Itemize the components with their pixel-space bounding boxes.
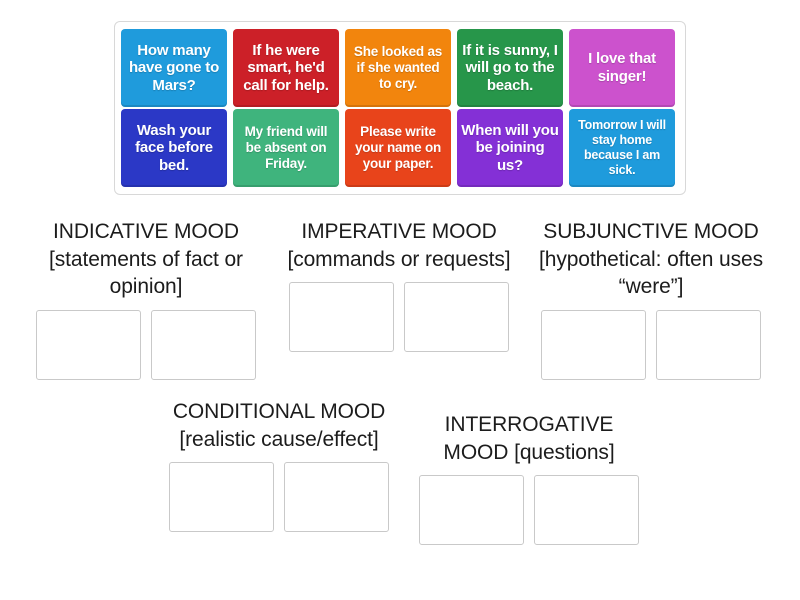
dropzone[interactable] (419, 475, 524, 546)
draggable-tile[interactable]: Please write your name on your paper. (345, 109, 451, 187)
category-group-subjunctive: SUBJUNCTIVE MOOD [hypothetical: often us… (535, 218, 767, 381)
dropzone[interactable] (284, 462, 389, 533)
dropzone[interactable] (151, 310, 256, 381)
draggable-tile[interactable]: She looked as if she wanted to cry. (345, 29, 451, 107)
draggable-tile[interactable]: My friend will be absent on Friday. (233, 109, 339, 187)
draggable-tile[interactable]: Tomorrow I will stay home because I am s… (569, 109, 675, 187)
dropzone-row (163, 462, 395, 533)
dropzone[interactable] (36, 310, 141, 381)
category-label: INDICATIVE MOOD [statements of fact or o… (49, 220, 243, 299)
draggable-tile[interactable]: I love that singer! (569, 29, 675, 107)
draggable-tile[interactable]: If it is sunny, I will go to the beach. (457, 29, 563, 107)
dropzone[interactable] (404, 282, 509, 353)
tile-tray: How many have gone to Mars? If he were s… (114, 21, 686, 195)
dropzone-row (30, 310, 262, 381)
category-group-interrogative: INTERROGATIVE MOOD [questions] (413, 398, 645, 546)
tile-row-1: How many have gone to Mars? If he were s… (121, 29, 679, 107)
category-label: INTERROGATIVE MOOD [questions] (443, 413, 615, 464)
draggable-tile[interactable]: When will you be joining us? (457, 109, 563, 187)
category-group-indicative: INDICATIVE MOOD [statements of fact or o… (30, 218, 262, 381)
draggable-tile[interactable]: Wash your face before bed. (121, 109, 227, 187)
category-group-imperative: IMPERATIVE MOOD [commands or requests] (283, 218, 515, 353)
dropzone[interactable] (656, 310, 761, 381)
category-label: IMPERATIVE MOOD [commands or requests] (287, 220, 511, 271)
draggable-tile[interactable]: How many have gone to Mars? (121, 29, 227, 107)
category-group-conditional: CONDITIONAL MOOD [realistic cause/effect… (163, 398, 395, 533)
dropzone[interactable] (289, 282, 394, 353)
dropzone-row (535, 310, 767, 381)
dropzone-row (413, 475, 645, 546)
dropzone[interactable] (541, 310, 646, 381)
category-label: SUBJUNCTIVE MOOD [hypothetical: often us… (539, 220, 763, 299)
dropzone[interactable] (169, 462, 274, 533)
dropzone-row (283, 282, 515, 353)
draggable-tile[interactable]: If he were smart, he'd call for help. (233, 29, 339, 107)
dropzone[interactable] (534, 475, 639, 546)
tile-row-2: Wash your face before bed. My friend wil… (121, 109, 679, 187)
category-label: CONDITIONAL MOOD [realistic cause/effect… (172, 400, 386, 451)
